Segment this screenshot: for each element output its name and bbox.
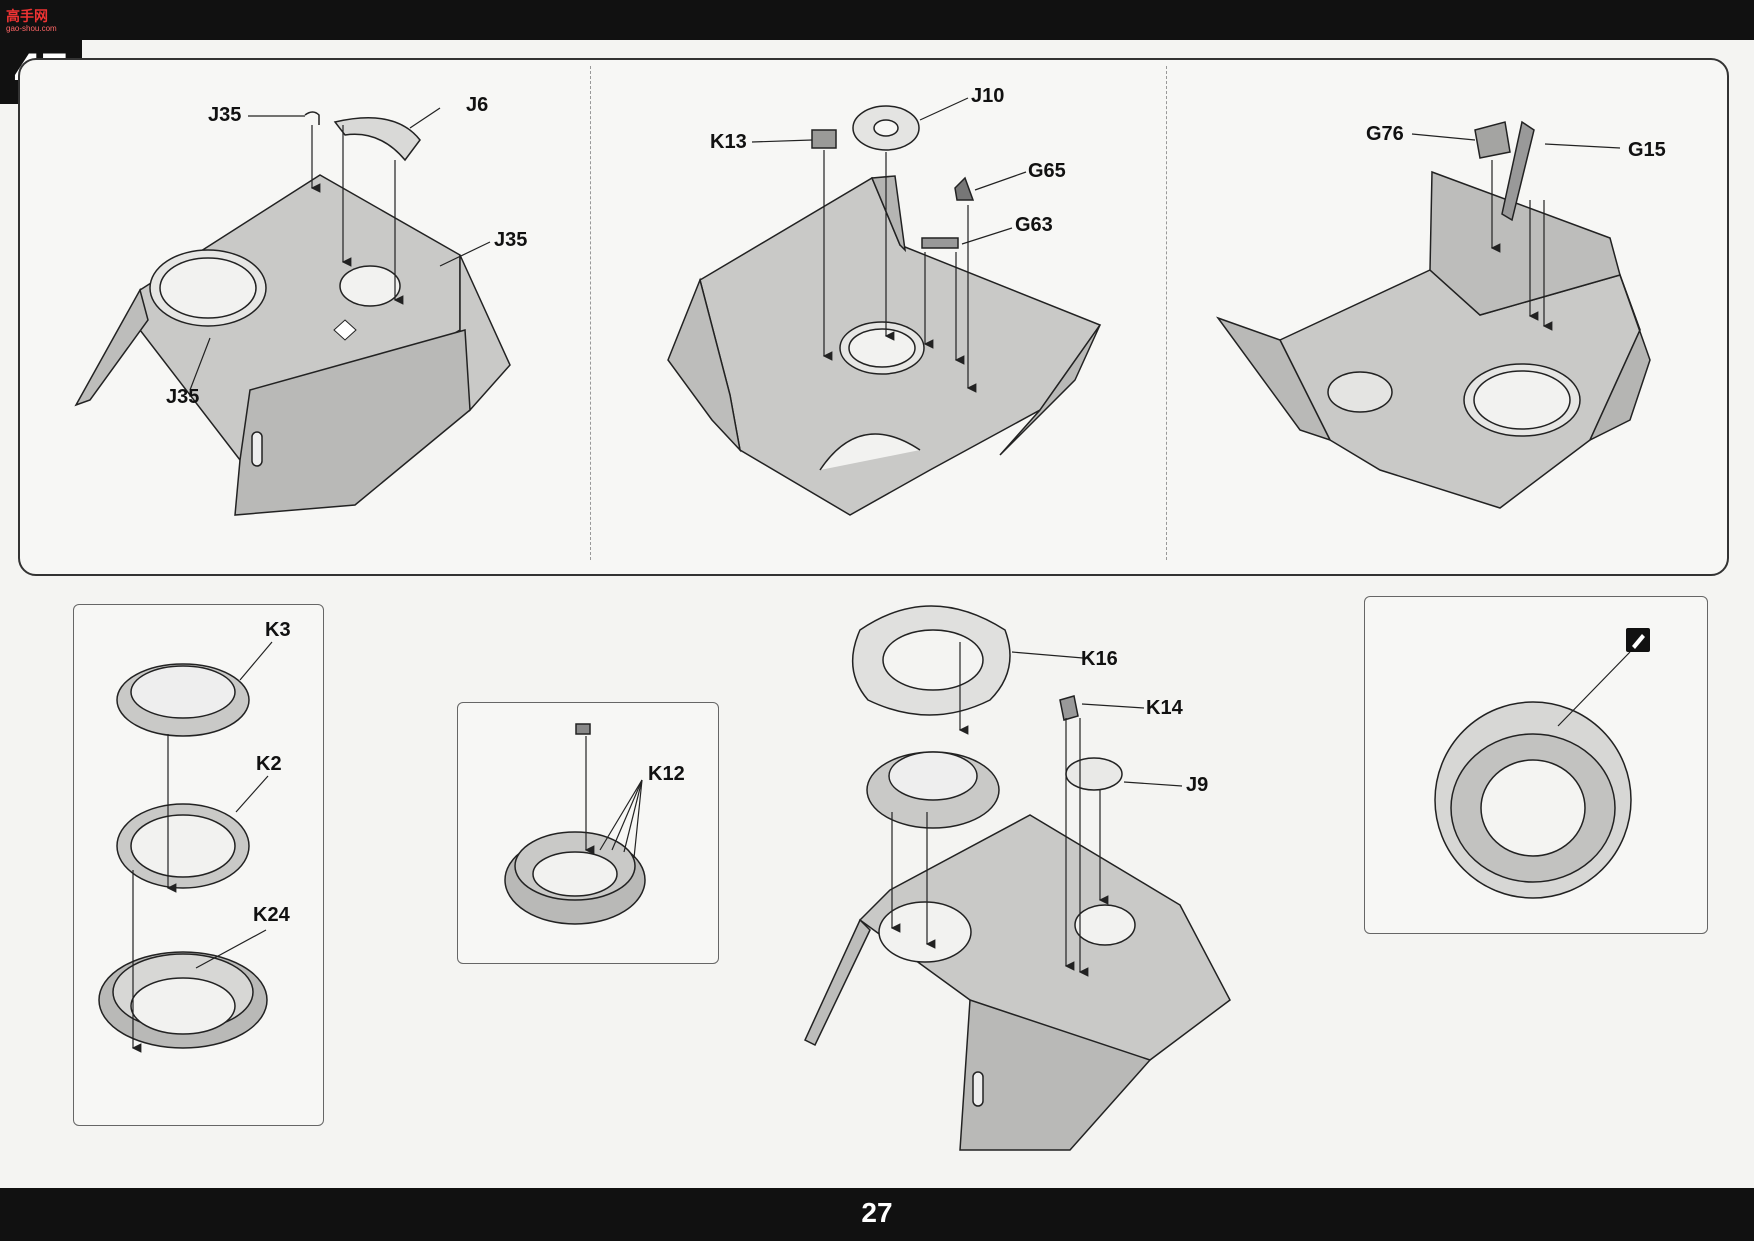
label-k2: K2 — [256, 753, 282, 775]
page-number: 27 — [861, 1197, 893, 1228]
cement-icon — [1626, 628, 1650, 652]
finished-hatch — [1434, 701, 1632, 899]
panel-divider-2 — [1166, 66, 1167, 560]
label-g63: G63 — [1015, 214, 1053, 236]
label-j6: J6 — [466, 94, 489, 116]
label-g65: G65 — [1028, 160, 1066, 182]
label-k13: K13 — [710, 131, 747, 153]
logo-subtext: gao-shou.com — [6, 24, 57, 33]
hull-interior-panel-2 — [667, 105, 1102, 516]
logo-text: 高手网 — [6, 8, 48, 24]
label-k3: K3 — [265, 619, 291, 641]
label-k16: K16 — [1081, 648, 1118, 670]
label-j35-c: J35 — [166, 386, 200, 408]
label-j35-b: J35 — [494, 229, 528, 251]
k-ring-stack — [98, 663, 268, 1049]
hull-interior-panel-3 — [1215, 120, 1651, 509]
label-j35-a: J35 — [208, 104, 242, 126]
label-k12: K12 — [648, 763, 685, 785]
label-k24: K24 — [253, 904, 290, 926]
hull-top-panel-1 — [74, 111, 511, 516]
bottom-bar — [0, 1188, 1754, 1241]
label-j10: J10 — [971, 85, 1005, 107]
label-g15: G15 — [1628, 139, 1666, 161]
center-hull-assembly — [804, 605, 1231, 1151]
site-logo: 高手网 gao-shou.com — [6, 6, 57, 34]
k12-ring — [504, 723, 646, 925]
label-k14: K14 — [1146, 697, 1183, 719]
label-g76: G76 — [1366, 123, 1404, 145]
panel-divider-1 — [590, 66, 591, 560]
label-j9: J9 — [1186, 774, 1209, 796]
top-bar — [0, 0, 1754, 40]
